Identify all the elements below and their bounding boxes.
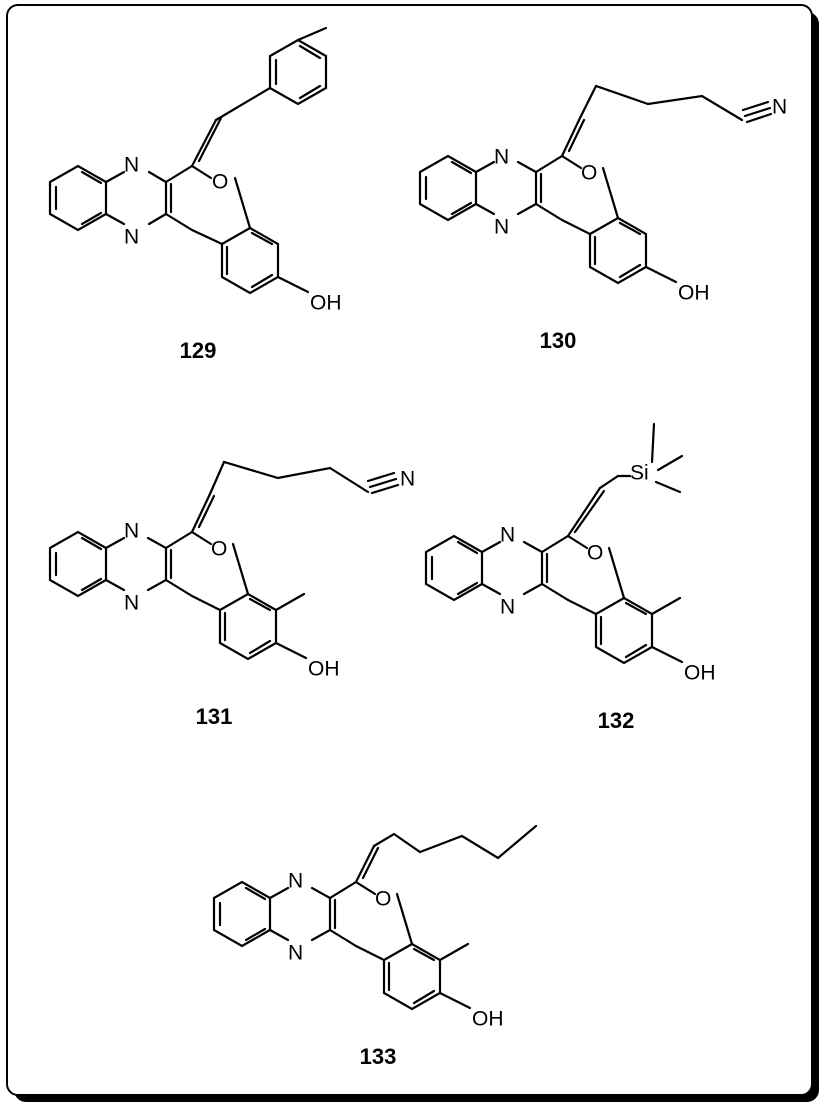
compound-id: 129 — [180, 338, 217, 363]
compound-130: N N O OH N 130 — [418, 84, 787, 353]
cyanobutyl-substituent — [578, 84, 773, 124]
core-scaffold — [48, 492, 308, 661]
core-scaffold — [48, 116, 310, 295]
tolyl-substituent — [214, 26, 328, 122]
atom-N-bottom: N — [124, 592, 139, 615]
atom-OH: OH — [310, 292, 342, 315]
pentyl-chain — [372, 824, 538, 860]
atom-O-ring: O — [212, 171, 228, 194]
atom-N-bottom: N — [124, 226, 139, 249]
compound-132: N N O OH Si 132 — [424, 422, 716, 733]
compound-id: 132 — [598, 708, 635, 733]
atom-N-top: N — [288, 870, 303, 893]
atom-OH: OH — [678, 282, 710, 305]
compound-id: 133 — [360, 1044, 397, 1069]
atom-Si: Si — [630, 462, 649, 485]
atom-N-bottom: N — [500, 596, 515, 619]
compound-129: N N O OH 129 — [48, 26, 342, 363]
core-scaffold — [418, 116, 678, 285]
cyanobutyl-substituent — [208, 460, 400, 496]
atom-N-bottom: N — [288, 942, 303, 965]
atom-N-nitrile: N — [772, 96, 787, 119]
atom-O-ring: O — [581, 162, 597, 185]
atom-O-ring: O — [211, 538, 227, 561]
compound-id: 131 — [196, 704, 233, 729]
atom-N-nitrile: N — [400, 468, 415, 491]
atom-N-bottom: N — [494, 216, 509, 239]
compound-131: N N O OH N 131 — [48, 460, 415, 729]
atom-N-top: N — [500, 524, 515, 547]
core-scaffold — [212, 844, 472, 1011]
atom-O-ring: O — [587, 542, 603, 565]
atom-OH: OH — [308, 658, 340, 681]
atom-N-top: N — [124, 520, 139, 543]
scheme-panel — [6, 4, 813, 1096]
atom-O-ring: O — [375, 888, 391, 911]
atom-OH: OH — [684, 662, 716, 685]
core-scaffold — [424, 486, 684, 665]
atom-OH: OH — [472, 1008, 504, 1031]
atom-N-top: N — [494, 146, 509, 169]
atom-N-top: N — [124, 154, 139, 177]
compound-id: 130 — [540, 328, 577, 353]
trimethylsilyl-substituent — [598, 422, 684, 494]
compound-133: N N O OH 133 — [212, 824, 538, 1069]
